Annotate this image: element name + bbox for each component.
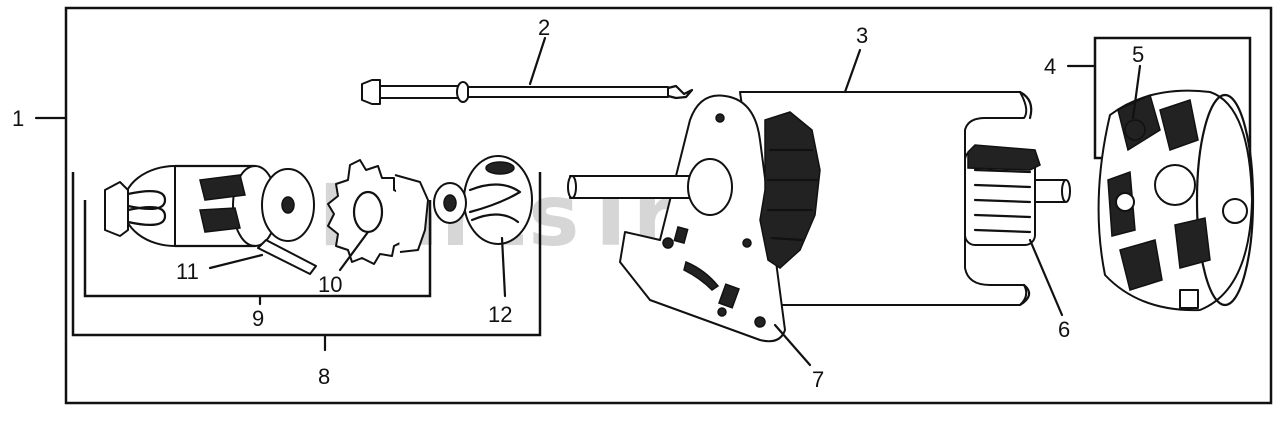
assembly-frame <box>64 6 1273 405</box>
leader-3 <box>843 48 862 94</box>
key-pin-part <box>257 239 317 275</box>
callout-3: 3 <box>856 23 868 48</box>
pinion-gear-part <box>327 159 429 265</box>
leader-2 <box>528 36 547 86</box>
washer-part <box>261 168 315 242</box>
bracket-8 <box>71 172 542 337</box>
leader-11 <box>208 253 264 270</box>
stop-collar-part <box>433 155 533 245</box>
leader-5 <box>1131 64 1142 120</box>
callout-7: 7 <box>812 367 824 392</box>
callout-5: 5 <box>1132 42 1144 67</box>
callout-12: 12 <box>488 302 512 327</box>
callout-6: 6 <box>1058 317 1070 342</box>
callout-8: 8 <box>318 364 330 389</box>
armature-part <box>964 144 1071 246</box>
callout-10: 10 <box>318 272 342 297</box>
commutator-end-cap-part <box>1097 89 1255 312</box>
callout-9: 9 <box>252 306 264 331</box>
callout-2: 2 <box>538 15 550 40</box>
callout-1: 1 <box>12 106 24 131</box>
leader-12 <box>500 236 507 298</box>
callout-4: 4 <box>1044 54 1056 79</box>
leader-6 <box>1028 238 1064 317</box>
leader-7 <box>773 323 812 367</box>
through-bolt-part <box>361 79 694 105</box>
bracket-9 <box>83 200 432 298</box>
drive-sleeve-part <box>104 164 278 248</box>
leader-10 <box>338 230 370 272</box>
drive-end-cap-part <box>567 94 821 343</box>
callout-11: 11 <box>176 259 199 284</box>
